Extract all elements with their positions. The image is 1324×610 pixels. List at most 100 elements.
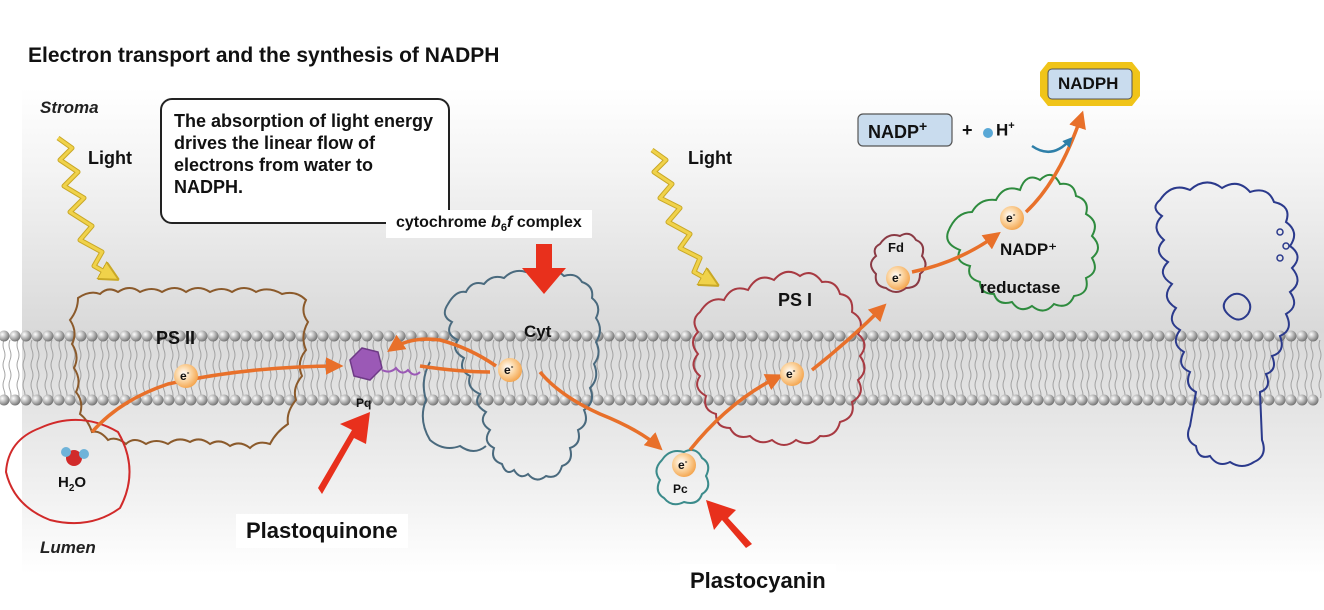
ps2-label: PS II <box>156 328 196 348</box>
electron-label-5: e- <box>892 270 902 285</box>
lipid-head-lower <box>944 394 956 406</box>
plastocyanin-label: Plastocyanin <box>680 564 836 598</box>
light-ray-2 <box>650 147 712 282</box>
lipid-head-lower <box>636 394 648 406</box>
lipid-head-upper <box>1307 330 1319 342</box>
lipid-head-lower <box>317 394 329 406</box>
lipid-head-upper <box>1131 330 1143 342</box>
lipid-head-upper <box>361 330 373 342</box>
lipid-head-lower <box>647 394 659 406</box>
lipid-head-lower <box>383 394 395 406</box>
lipid-head-lower <box>1208 394 1220 406</box>
lipid-head-lower <box>768 394 780 406</box>
pointer-arrow-plastoquinone <box>318 412 370 494</box>
lipid-head-lower <box>779 394 791 406</box>
proton-dot <box>983 128 993 138</box>
lipid-head-lower <box>966 394 978 406</box>
lipid-head-upper <box>625 330 637 342</box>
lipid-head-lower <box>1252 394 1264 406</box>
lipid-head-upper <box>559 330 571 342</box>
lipid-head-lower <box>592 394 604 406</box>
lipid-head-lower <box>702 394 714 406</box>
thylakoid-membrane <box>0 330 1324 406</box>
atp-synthase-channel <box>1222 292 1252 321</box>
lipid-head-upper <box>537 330 549 342</box>
lipid-head-lower <box>669 394 681 406</box>
lipid-head-upper <box>1054 330 1066 342</box>
lipid-head-upper <box>284 330 296 342</box>
lipid-head-lower <box>460 394 472 406</box>
lipid-head-upper <box>86 330 98 342</box>
lipid-head-lower <box>207 394 219 406</box>
lipid-head-upper <box>713 330 725 342</box>
lipid-head-lower <box>922 394 934 406</box>
lipid-head-upper <box>350 330 362 342</box>
lipid-head-lower <box>306 394 318 406</box>
lipid-head-lower <box>1065 394 1077 406</box>
lipid-head-lower <box>1109 394 1121 406</box>
lipid-head-upper <box>658 330 670 342</box>
lipid-head-upper <box>867 330 879 342</box>
electron-label-2: e- <box>504 362 514 377</box>
lipid-head-lower <box>1307 394 1319 406</box>
lipid-head-upper <box>933 330 945 342</box>
lipid-head-upper <box>64 330 76 342</box>
lipid-head-lower <box>1263 394 1275 406</box>
lipid-head-upper <box>614 330 626 342</box>
lipid-head-lower <box>262 394 274 406</box>
lipid-head-upper <box>757 330 769 342</box>
lipid-head-lower <box>1285 394 1297 406</box>
lipid-head-upper <box>955 330 967 342</box>
lipid-head-lower <box>955 394 967 406</box>
lipid-head-upper <box>31 330 43 342</box>
lipid-head-upper <box>273 330 285 342</box>
lipid-head-upper <box>548 330 560 342</box>
cytochrome-lower-lobe <box>421 361 487 452</box>
lipid-head-upper <box>746 330 758 342</box>
electron-label-4: e- <box>786 366 796 381</box>
cytochrome-label: cytochrome b6f complex <box>386 210 592 239</box>
lipid-head-upper <box>603 330 615 342</box>
lipid-head-upper <box>1109 330 1121 342</box>
lipid-head-lower <box>691 394 703 406</box>
lipid-head-lower <box>108 394 120 406</box>
lipid-head-upper <box>911 330 923 342</box>
lipid-head-lower <box>845 394 857 406</box>
lipid-head-lower <box>482 394 494 406</box>
lipid-head-upper <box>526 330 538 342</box>
lipid-head-upper <box>1252 330 1264 342</box>
lipid-head-upper <box>163 330 175 342</box>
lipid-head-upper <box>1186 330 1198 342</box>
lipid-head-upper <box>900 330 912 342</box>
lipid-head-lower <box>537 394 549 406</box>
lipid-head-lower <box>515 394 527 406</box>
lipid-head-upper <box>669 330 681 342</box>
lipid-head-lower <box>196 394 208 406</box>
lipid-head-upper <box>207 330 219 342</box>
lipid-head-upper <box>790 330 802 342</box>
lipid-head-lower <box>1197 394 1209 406</box>
lipid-head-upper <box>317 330 329 342</box>
lipid-head-upper <box>1076 330 1088 342</box>
lipid-head-upper <box>229 330 241 342</box>
lipid-head-lower <box>812 394 824 406</box>
lipid-head-upper <box>988 330 1000 342</box>
lipid-head-upper <box>878 330 890 342</box>
lipid-head-upper <box>174 330 186 342</box>
lipid-head-lower <box>251 394 263 406</box>
lipid-head-upper <box>834 330 846 342</box>
lipid-head-upper <box>823 330 835 342</box>
nadp-label: NADP+ <box>868 118 928 142</box>
lipid-head-upper <box>999 330 1011 342</box>
lipid-head-lower <box>504 394 516 406</box>
plastoquinone-tail <box>381 366 421 376</box>
cyt-label: Cyt <box>524 322 552 341</box>
lipid-head-upper <box>471 330 483 342</box>
lipid-head-lower <box>339 394 351 406</box>
reductase-label-line1: NADP⁺ <box>1000 240 1058 259</box>
lipid-head-upper <box>702 330 714 342</box>
lipid-head-lower <box>185 394 197 406</box>
lipid-head-lower <box>372 394 384 406</box>
